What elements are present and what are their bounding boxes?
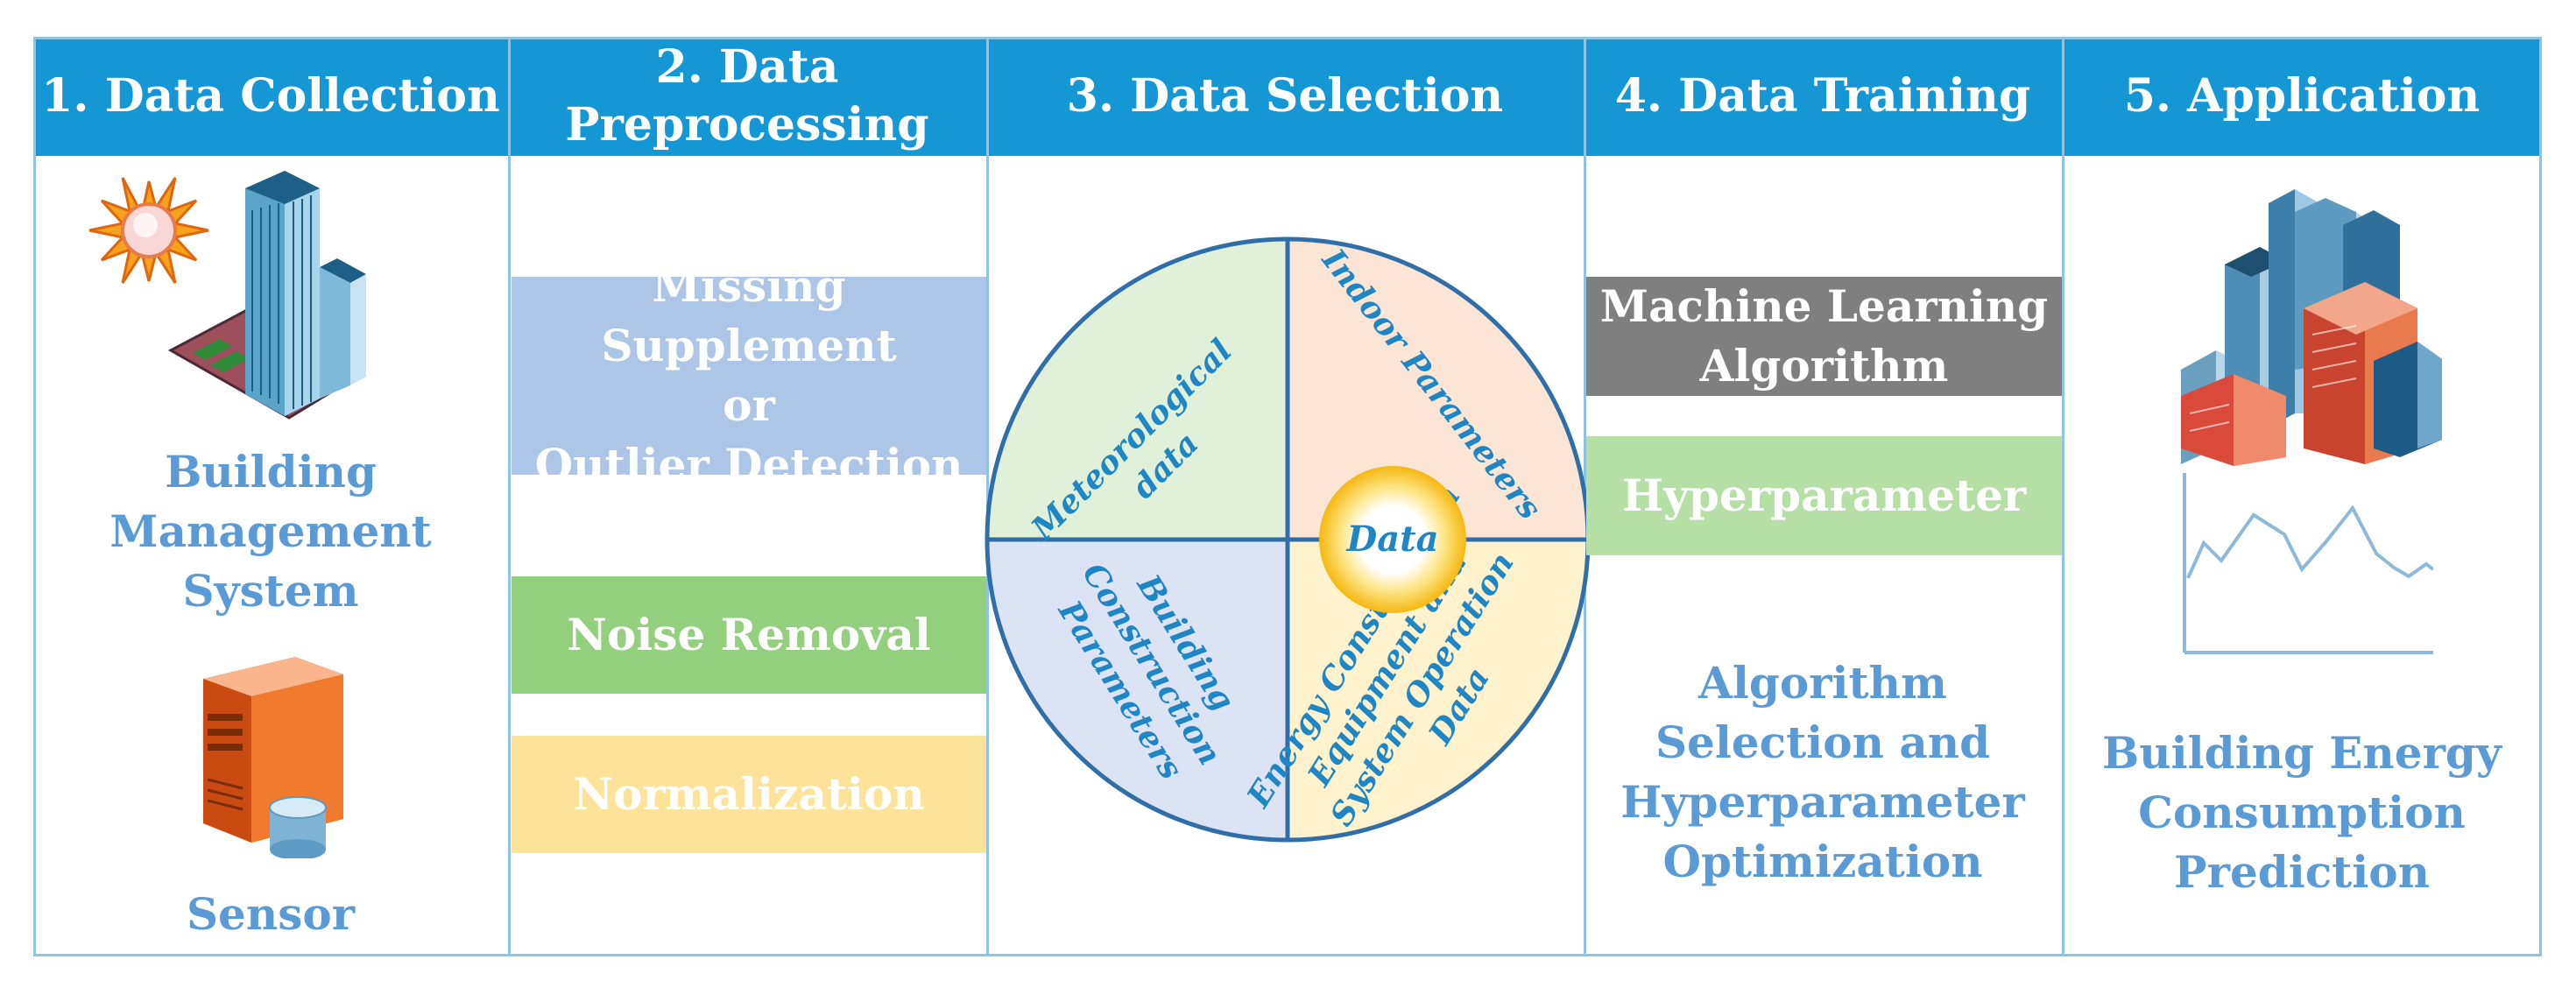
- header-data-collection: 1. Data Collection: [41, 69, 500, 123]
- indoor-quadrant: [1288, 237, 1590, 540]
- data-center-label: Data: [1346, 519, 1439, 560]
- header-data-training: 4. Data Training: [1614, 69, 2031, 123]
- energy-quadrant: [1288, 540, 1590, 842]
- header-data-preprocessing: 2. Data Preprocessing: [565, 40, 929, 152]
- column-divider-3: [986, 37, 989, 956]
- header-data-selection: 3. Data Selection: [1066, 69, 1504, 123]
- prediction-label: Building Energy Consumption Prediction: [2102, 727, 2502, 898]
- column-divider-2: [508, 37, 511, 956]
- trend-line-chart-icon: [2183, 473, 2433, 654]
- header-application: 5. Application: [2123, 69, 2481, 123]
- meteorological-quadrant: [985, 237, 1288, 540]
- city-buildings-icon: [2181, 189, 2442, 466]
- column-divider-5: [2062, 37, 2064, 956]
- bms-label: Building Management System: [109, 446, 432, 617]
- sun-icon: [88, 177, 209, 284]
- noise-removal-box: Noise Removal: [512, 576, 986, 694]
- algorithm-selection-label: Algorithm Selection and Hyperparameter O…: [1620, 657, 2025, 887]
- normalization-box: Normalization: [512, 736, 986, 853]
- construction-quadrant: [985, 540, 1288, 842]
- building-sun-icon: [88, 171, 367, 420]
- data-selection-pie: Meteorological data Indoor Parameters Bu…: [985, 236, 1591, 843]
- diagram-frame: [33, 37, 2542, 956]
- header-band: [33, 37, 2542, 156]
- sensor-label: Sensor: [186, 888, 356, 940]
- machine-learning-box: Machine Learning Algorithm: [1586, 277, 2062, 396]
- missing-supplement-box: Missing Supplement or Outlier Detection: [512, 260, 986, 490]
- data-center-glow: [1319, 466, 1466, 613]
- hyperparameter-box: Hyperparameter: [1586, 436, 2062, 555]
- server-icon: [203, 657, 343, 858]
